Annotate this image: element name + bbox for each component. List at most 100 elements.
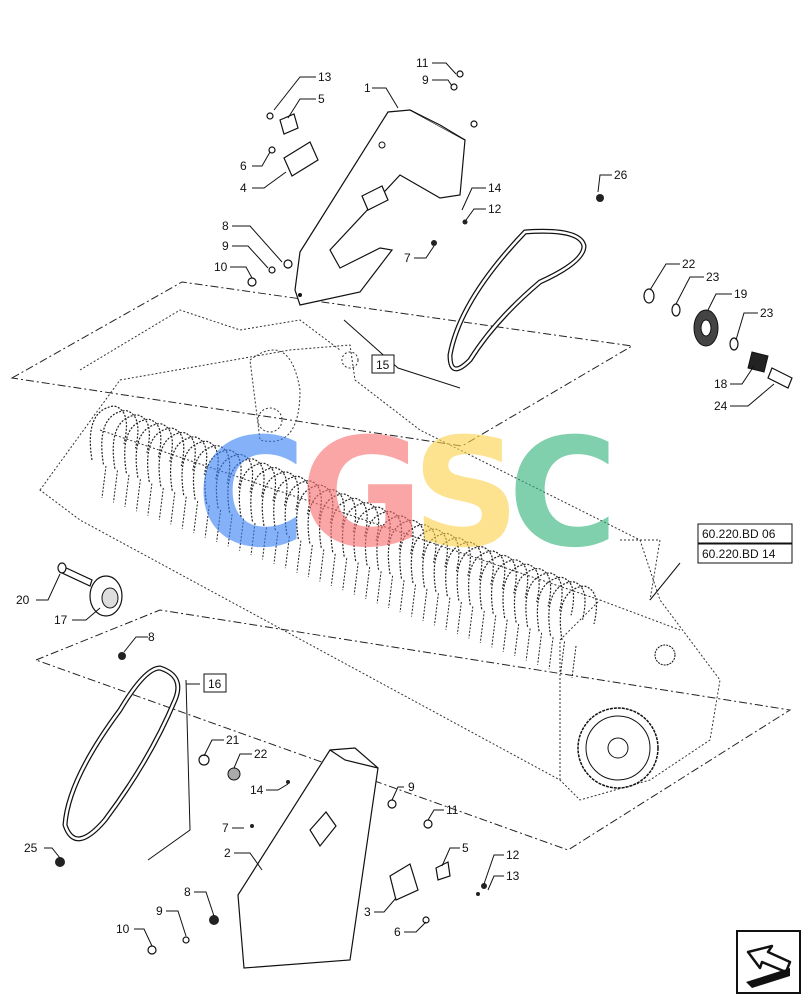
callout-13-lower: 13 xyxy=(506,869,520,883)
callout-22-lower: 22 xyxy=(254,747,268,761)
rotor-tine-tip xyxy=(537,632,543,665)
rotor-tine-tip xyxy=(239,518,245,551)
callout-11-lower: 11 xyxy=(446,803,459,817)
rotor-tine-tip xyxy=(422,588,428,621)
callout-3: 3 xyxy=(364,905,371,919)
callout-10-top: 10 xyxy=(214,260,228,274)
rotor-tine-tip xyxy=(525,628,531,661)
rotor-tine xyxy=(341,501,380,557)
rotor-tine xyxy=(147,427,185,483)
rotor-tine-tip xyxy=(284,536,290,569)
rotor-tine-tip xyxy=(376,571,382,604)
rotor-tine xyxy=(112,414,150,469)
rotor-tine xyxy=(215,453,254,509)
rotor-tine-tip xyxy=(147,483,153,516)
callout-13-top: 13 xyxy=(318,70,332,84)
callout-18: 18 xyxy=(714,377,728,391)
rotor-tine-tip xyxy=(250,523,256,556)
rotor-tine-tip xyxy=(491,615,497,648)
callout-17: 17 xyxy=(54,613,68,627)
rotor-tine xyxy=(227,458,265,513)
callout-21: 21 xyxy=(226,733,240,747)
rotor-tine-tip xyxy=(101,465,107,499)
rotor-tine-tip xyxy=(514,623,520,657)
rotor-drive-sprocket xyxy=(577,644,676,789)
callout-15-box xyxy=(371,354,395,374)
back-arrow-icon[interactable] xyxy=(736,930,801,994)
ref-box-2 xyxy=(697,543,793,564)
callout-8-mid: 8 xyxy=(148,630,155,644)
rotor-tine-tip xyxy=(468,606,474,639)
callout-5-lower: 5 xyxy=(462,841,469,855)
callout-9-bottom: 9 xyxy=(156,904,163,918)
rotor-tine xyxy=(525,572,563,627)
rotor-tine-tip xyxy=(204,505,210,538)
rotor-tine xyxy=(502,563,540,619)
rotor-tine xyxy=(536,576,575,632)
rotor-tine xyxy=(353,506,391,562)
rotor-tine xyxy=(433,537,471,592)
rotor-tine-tip xyxy=(135,479,141,512)
rotor-tine-tip xyxy=(273,531,279,564)
upper-cover-shield xyxy=(294,109,466,306)
rotor-tine-tip xyxy=(158,487,164,521)
callout-7-lower: 7 xyxy=(222,821,229,835)
rotor-tine-tip xyxy=(216,509,222,542)
rotor-tine xyxy=(284,480,322,535)
rotor-tine xyxy=(238,462,276,518)
rotor-tine-tip xyxy=(112,470,118,503)
rotor-tine xyxy=(169,436,208,491)
callout-14-lower: 14 xyxy=(250,783,264,797)
rotor-tine-tip xyxy=(296,540,302,573)
rotor-tine xyxy=(158,431,196,487)
upper-assembly-plane xyxy=(10,281,634,447)
rotor-tine-tip xyxy=(124,474,130,507)
rotor-tine xyxy=(250,466,288,522)
callout-10-lower: 10 xyxy=(116,922,130,936)
rotor-tine-tip xyxy=(560,641,566,674)
reference-60-220-bd-06[interactable]: 60.220.BD 06 xyxy=(702,527,776,541)
rotor-tine-tip xyxy=(502,619,508,652)
callout-6-top: 6 xyxy=(240,159,247,173)
idler-pulley-assembly xyxy=(57,562,123,617)
rotor-tine xyxy=(261,471,299,526)
callout-16: 16 xyxy=(208,677,222,691)
lower-cover-shield xyxy=(237,747,379,969)
watermark-letter-c2: C xyxy=(508,407,618,581)
callout-9-lower: 9 xyxy=(408,780,415,794)
rotor-tine xyxy=(296,484,334,540)
rotor-tine xyxy=(330,497,368,553)
callout-12-lower: 12 xyxy=(506,848,520,862)
rotor-tine xyxy=(559,585,597,641)
rotor-tine-tip xyxy=(479,610,485,643)
ref-box-1 xyxy=(697,523,793,544)
rotor-tine-tip xyxy=(399,580,405,613)
lower-drive-belt xyxy=(62,665,181,842)
rotor-tine-tip xyxy=(307,544,313,578)
callout-14-top: 14 xyxy=(488,181,502,195)
callout-19: 19 xyxy=(734,287,748,301)
rotor-tine-tip xyxy=(433,593,439,626)
rotor-tine xyxy=(445,541,483,597)
rotor-tine xyxy=(399,523,437,579)
rotor-tine xyxy=(456,545,494,601)
rotor-tines xyxy=(89,405,597,679)
rotor-tine xyxy=(410,528,448,584)
rotor-tine-tip xyxy=(319,549,325,582)
reference-boxes: 60.220.BD 06 60.220.BD 14 xyxy=(697,523,793,564)
reference-60-220-bd-14[interactable]: 60.220.BD 14 xyxy=(702,547,776,561)
rotor-tine-tip xyxy=(342,558,348,591)
rotor-tine xyxy=(422,532,460,588)
callout-26: 26 xyxy=(614,168,628,182)
callout-22-top: 22 xyxy=(682,257,696,271)
upper-drive-belt xyxy=(447,228,587,372)
callout-23-top: 23 xyxy=(706,270,720,284)
rotor-tine xyxy=(135,422,173,478)
upper-bracket xyxy=(266,112,319,177)
rotor-tine xyxy=(124,418,162,474)
rotor-housing-frame xyxy=(39,309,721,801)
rotor-tine-tip xyxy=(548,637,554,670)
lower-assembly-plane xyxy=(34,609,792,851)
callout-4: 4 xyxy=(240,181,247,195)
